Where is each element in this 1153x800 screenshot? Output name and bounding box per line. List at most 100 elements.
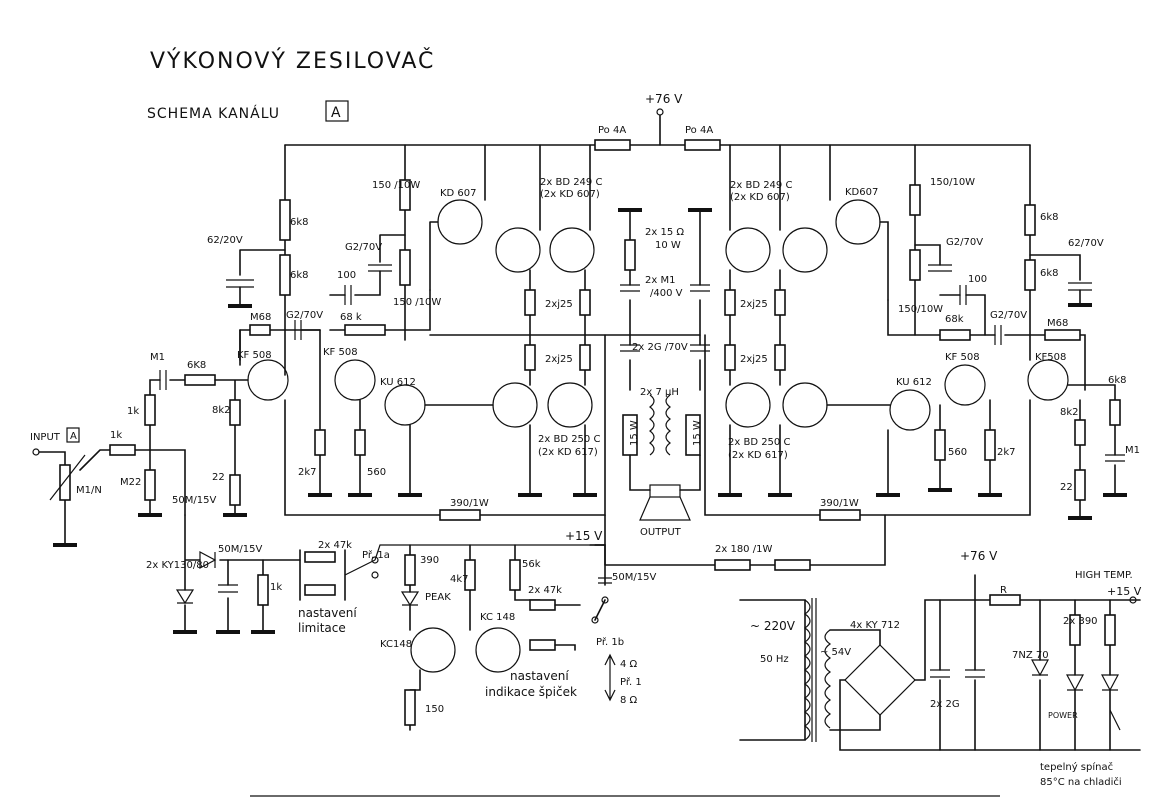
- l-r-68k: 68 k: [340, 312, 362, 323]
- l-r-6k8-b: 6k8: [290, 270, 309, 281]
- pk-q-kc148-b: KC 148: [480, 612, 515, 623]
- input-pot: M1/N: [76, 485, 102, 496]
- l-r-150-10w-a: 150 /10W: [372, 180, 420, 191]
- r-q-kf508-a: KF 508: [945, 352, 980, 363]
- c-r-2x15: 2x 15 Ω: [645, 227, 684, 238]
- r-r-2k7: 2k7: [997, 447, 1016, 458]
- peak-indicator-section: [400, 544, 616, 731]
- r-q-lower-1: 2x BD 250 C: [728, 437, 790, 448]
- l-c-m1: M1: [150, 352, 165, 363]
- psu-freq: 50 Hz: [760, 654, 789, 665]
- channel-label: A: [331, 105, 342, 121]
- channel-box: [325, 100, 349, 122]
- pk-q-kc148-a: KC148: [380, 639, 412, 650]
- l-c-100: 100: [337, 270, 356, 281]
- l-c-62-20: 62/20V: [207, 235, 243, 246]
- r-r-m68: M68: [1047, 318, 1068, 329]
- r-c-g2-70-a: G2/70V: [946, 237, 983, 248]
- l-r-6k8-a: 6k8: [290, 217, 309, 228]
- l-q-upper-2: (2x KD 607): [540, 189, 600, 200]
- psu-mains: ~ 220V: [750, 619, 796, 633]
- l-r-m22: M22: [120, 477, 141, 488]
- psu-power: POWER: [1048, 711, 1078, 720]
- pk-sw-4: 4 Ω: [620, 659, 638, 670]
- l-r-m68: M68: [250, 312, 271, 323]
- lim-r-1k: 1k: [270, 582, 282, 593]
- pk-r-56k: 56k: [522, 559, 541, 570]
- c-c-2xm1-v: /400 V: [650, 288, 683, 299]
- psu-sec: ~ 54V: [820, 647, 851, 658]
- c-r-2x180: 2x 180 /1W: [715, 544, 772, 555]
- lim-pot: 2x 47k: [318, 540, 352, 551]
- r-q-lower-2: (2x KD 617): [728, 450, 788, 461]
- l-q-kd607: KD 607: [440, 188, 477, 199]
- l-q-kf508-a: KF 508: [237, 350, 272, 361]
- r-r-6k8-a: 6k8: [1040, 212, 1059, 223]
- r-c-100: 100: [968, 274, 987, 285]
- fuse-right-label: Po 4A: [685, 125, 713, 136]
- pk-led: PEAK: [425, 592, 451, 603]
- pk-sw-8: 8 Ω: [620, 695, 638, 706]
- left-amplifier-wiring: [226, 144, 701, 497]
- r-c-m1: M1: [1125, 445, 1140, 456]
- input-channel: A: [70, 431, 77, 442]
- l-q-lower-2: (2x KD 617): [538, 447, 598, 458]
- psu-r-390: 2x 390: [1063, 616, 1098, 627]
- r-r-22: 22: [1060, 482, 1073, 493]
- lim-label-2: limitace: [298, 621, 346, 635]
- lim-label-1: nastavení: [298, 606, 357, 620]
- r-r-8k2: 8k2: [1060, 407, 1079, 418]
- psu-zener: 7NZ 70: [1012, 650, 1049, 661]
- input-label: INPUT: [30, 432, 61, 443]
- pk-switch: Př. 1b: [596, 636, 624, 648]
- psu-thermal-2: 85°C na chladiči: [1040, 776, 1122, 788]
- psu-high-temp: HIGH TEMP.: [1075, 570, 1133, 581]
- psu-bridge: 4x KY 712: [850, 620, 900, 631]
- r-r-68k: 68k: [945, 314, 964, 325]
- r-c-62-70: 62/70V: [1068, 238, 1104, 249]
- limiter-section: [173, 514, 606, 634]
- right-amplifier-wiring: [718, 144, 1127, 520]
- r-r-150-10w-a: 150/10W: [930, 177, 975, 188]
- c-l-2x7uh: 2x 7 μH: [640, 387, 679, 398]
- c-output: OUTPUT: [640, 527, 682, 538]
- l-r-8k2: 8k2: [212, 405, 231, 416]
- r-q-ku612: KU 612: [896, 377, 932, 388]
- pk-sw-pr: Př. 1: [620, 676, 642, 688]
- lim-c-50m: 50M/15V: [172, 495, 216, 506]
- l-r-feedback: 390/1W: [450, 498, 489, 509]
- c-c-2g: 2x 2G /70V: [632, 342, 688, 353]
- l-q-lower-1: 2x BD 250 C: [538, 434, 600, 445]
- r-r-150-10w-b: 150/10W: [898, 304, 943, 315]
- l-q-kf508-b: KF 508: [323, 347, 358, 358]
- pk-r-390: 390: [420, 555, 439, 566]
- page-subtitle: SCHEMA KANÁLU: [147, 105, 280, 122]
- fuse-left-label: Po 4A: [598, 125, 626, 136]
- l-r-1k: 1k: [127, 406, 139, 417]
- l-r-2k7: 2k7: [298, 467, 317, 478]
- pk-label-2: indikace špiček: [485, 685, 577, 699]
- c-r-15w-b: 15 W: [692, 420, 703, 446]
- r-r-6k8-b: 6k8: [1040, 268, 1059, 279]
- l-r-6k8-in: 6K8: [187, 360, 206, 371]
- r-q-kf508-b: KF508: [1035, 352, 1066, 363]
- l-r-22: 22: [212, 472, 225, 483]
- power-supply-section: [739, 574, 1141, 751]
- input-r-series: 1k: [110, 430, 122, 441]
- l-q-ku612: KU 612: [380, 377, 416, 388]
- pk-label-1: nastavení: [510, 669, 569, 683]
- pk-c-50m: 50M/15V: [612, 572, 656, 583]
- l-q-upper-1: 2x BD 249 C: [540, 177, 602, 188]
- pk-r-4k7: 4k7: [450, 574, 469, 585]
- l-r-560: 560: [367, 467, 386, 478]
- rail-plus15-psu: +15 V: [1107, 585, 1142, 598]
- psu-thermal-1: tepelný spínač: [1040, 761, 1113, 773]
- r-c-g2-70-b: G2/70V: [990, 310, 1027, 321]
- r-r-feedback: 390/1W: [820, 498, 859, 509]
- center-output-stage: [284, 208, 1031, 571]
- page-title: VÝKONOVÝ ZESILOVAČ: [150, 48, 435, 74]
- lim-d-ky: 2x KY130/80: [146, 560, 209, 571]
- psu-c-2g: 2x 2G: [930, 699, 960, 710]
- pk-r-150: 150: [425, 704, 444, 715]
- c-r-2x15-w: 10 W: [655, 240, 681, 251]
